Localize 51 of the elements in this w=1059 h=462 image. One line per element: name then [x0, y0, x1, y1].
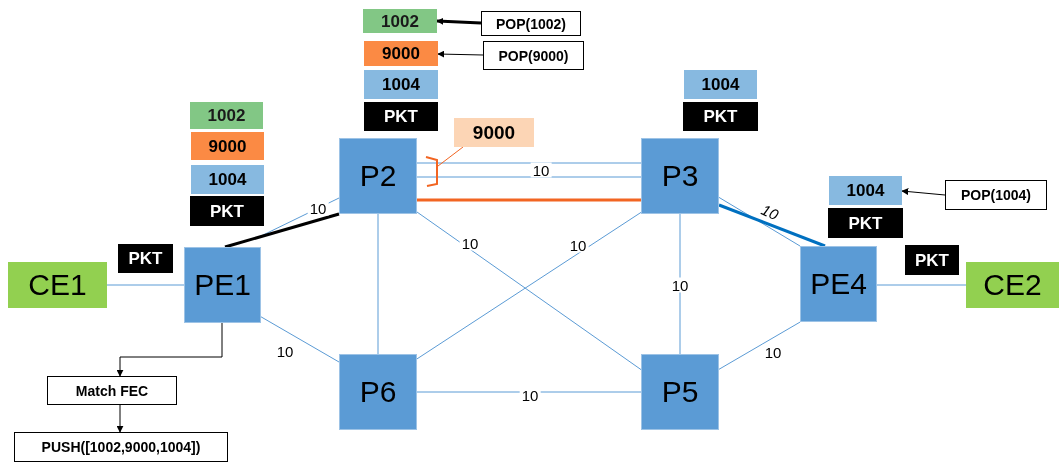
link-line — [718, 321, 801, 370]
link-line — [417, 198, 641, 202]
action-box: POP(1004) — [945, 180, 1047, 210]
link-line — [377, 213, 379, 355]
link-line — [718, 196, 801, 247]
arrow — [901, 188, 946, 196]
label-box: 1004 — [364, 70, 438, 99]
link-line — [679, 213, 681, 355]
edge-label: 10 — [669, 277, 691, 293]
label-box: 9000 — [454, 118, 534, 147]
action-box: PUSH([1002,9000,1004]) — [14, 432, 228, 462]
label-box: 1002 — [363, 9, 437, 33]
link-line — [876, 284, 967, 286]
link-line — [416, 391, 642, 393]
router-box: P5 — [641, 354, 719, 430]
router-box: PE4 — [800, 246, 877, 322]
arrow — [437, 50, 484, 58]
action-box: POP(9000) — [483, 41, 584, 70]
link-line — [437, 146, 464, 167]
edge-label: 10 — [307, 200, 329, 216]
arrow — [116, 322, 223, 377]
link-line — [106, 284, 185, 286]
label-box: 9000 — [191, 132, 264, 160]
action-box: POP(1002) — [481, 11, 581, 36]
link-line — [260, 316, 340, 363]
label-box: 9000 — [364, 41, 438, 66]
packet-box: PKT — [364, 102, 438, 131]
label-box: 1004 — [829, 176, 902, 205]
packet-box: PKT — [190, 196, 264, 226]
packet-box: PKT — [828, 208, 903, 238]
action-box: Match FEC — [47, 376, 177, 405]
link-line — [416, 162, 642, 164]
link-line — [416, 176, 642, 178]
packet-box: PKT — [118, 244, 173, 273]
edge-label: 10 — [530, 162, 552, 178]
router-box: PE1 — [184, 247, 261, 323]
label-box: 1004 — [191, 165, 264, 194]
packet-box: PKT — [683, 102, 758, 131]
link-line — [224, 212, 340, 249]
arrow — [116, 404, 124, 433]
bracket — [425, 156, 438, 187]
packet-box: PKT — [905, 245, 959, 275]
link-line — [718, 203, 826, 248]
label-box: 1004 — [684, 70, 757, 99]
label-box: 1002 — [190, 102, 263, 129]
client-box: CE2 — [966, 262, 1059, 308]
router-box: P6 — [339, 354, 417, 430]
client-box: CE1 — [8, 262, 107, 308]
router-box: P3 — [641, 138, 719, 214]
router-box: P2 — [339, 138, 417, 214]
arrow — [436, 17, 482, 25]
